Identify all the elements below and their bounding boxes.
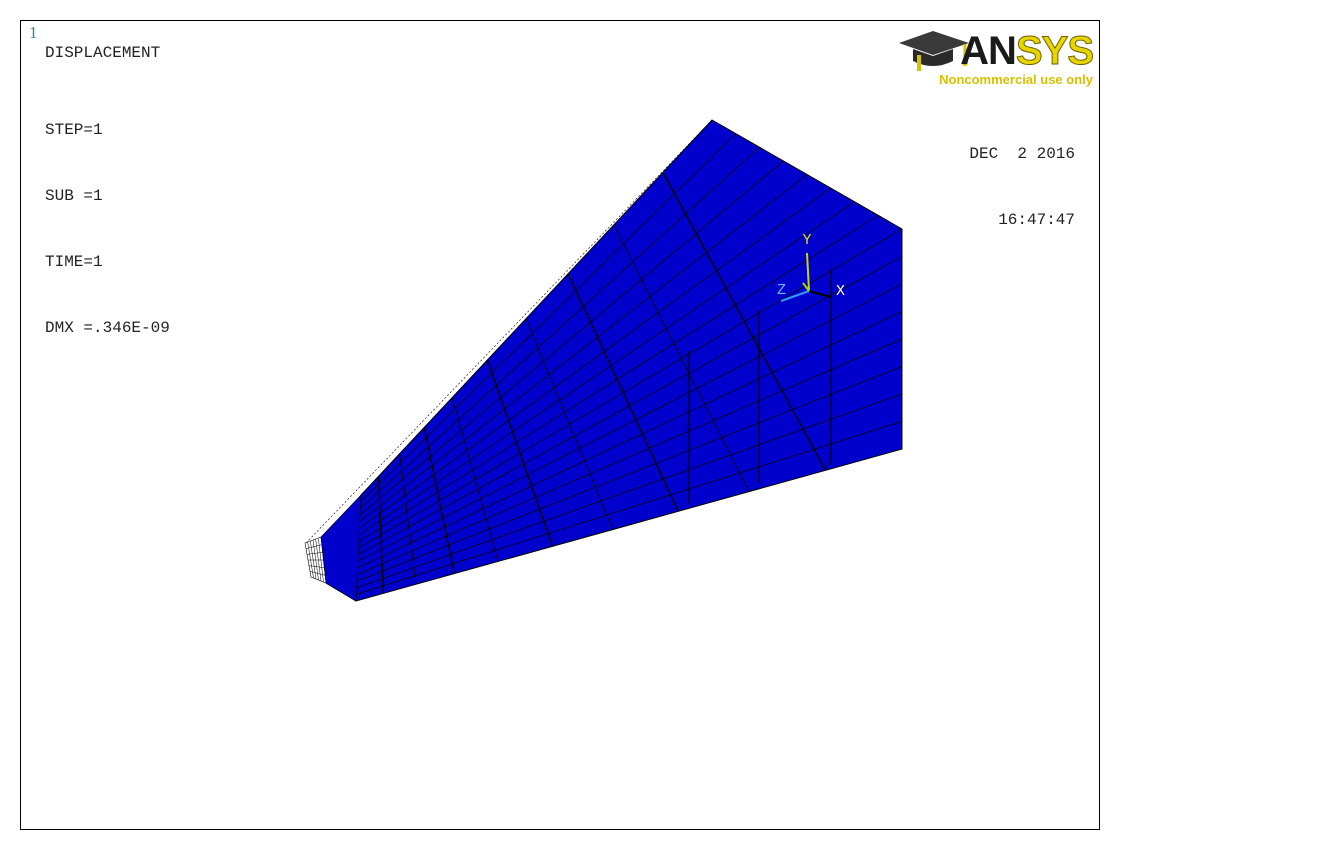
max-displacement-value: DMX =.346E-09 — [45, 319, 170, 337]
triad-diag — [802, 282, 810, 292]
mesh-section-line — [430, 459, 455, 574]
mesh-longitudinal-line — [359, 187, 831, 529]
mesh-section-line — [567, 273, 593, 327]
mesh-longitudinal-line — [356, 421, 903, 595]
mesh-section-line — [591, 325, 679, 512]
mesh-section-line — [399, 453, 404, 483]
triad-y-axis — [806, 252, 810, 292]
mesh-longitudinal-line — [359, 174, 808, 522]
mesh-section-line — [451, 397, 463, 434]
mesh-longitudinal-line — [357, 283, 903, 562]
window-number: 1 — [29, 23, 38, 42]
time-text: 16:47:47 — [998, 211, 1075, 229]
mesh-longitudinal-line — [357, 311, 903, 569]
mesh-section-line — [461, 433, 499, 562]
mesh-longitudinal-line — [358, 201, 855, 536]
global-axis-triad: Y X Z — [777, 232, 845, 302]
mesh-longitudinal-line — [358, 215, 879, 542]
mesh-longitudinal-line — [356, 393, 903, 589]
wordmark-an: AN — [960, 29, 1017, 73]
triad-x-axis — [808, 290, 832, 298]
mesh-longitudinal-line — [360, 133, 736, 502]
mesh-longitudinal-line — [358, 256, 903, 555]
solution-info: STEP=1 SUB =1 TIME=1 DMX =.346E-09 — [45, 75, 170, 383]
narrow-end-edge — [309, 571, 326, 576]
mesh-longitudinal-line — [358, 228, 903, 549]
mesh-section-line — [613, 224, 644, 284]
mesh-section-line — [486, 359, 503, 402]
mesh-section-line — [501, 400, 554, 547]
undeformed-edge — [305, 121, 711, 544]
mesh-longitudinal-line — [357, 338, 903, 575]
mesh-section-line — [525, 318, 546, 366]
triad-z-axis — [780, 290, 810, 302]
step-value: STEP=1 — [45, 121, 103, 139]
mesh-elements — [304, 119, 903, 602]
ansys-logo: ANSYS Noncommercial use only — [895, 25, 1095, 89]
triad-y-label: Y — [802, 232, 811, 249]
time-value: TIME=1 — [45, 253, 103, 271]
date-text: DEC 2 2016 — [969, 145, 1075, 163]
mesh-section-line — [544, 364, 613, 530]
wordmark-sys: SYS — [1015, 29, 1094, 74]
mesh-section-line — [378, 501, 384, 594]
timestamp: DEC 2 2016 16:47:47 — [969, 99, 1075, 275]
ansys-wordmark: ANSYS — [960, 29, 1094, 74]
mesh-section-line — [643, 283, 750, 492]
finite-element-model[interactable]: Y X Z — [21, 21, 1100, 830]
graduation-cap-icon — [899, 31, 969, 71]
mesh-longitudinal-line — [360, 146, 760, 509]
triad-x-label: X — [836, 283, 845, 300]
mesh-section-line — [402, 482, 417, 585]
narrow-end-side — [320, 494, 362, 602]
mesh-section-line — [698, 237, 827, 471]
result-type-label: DISPLACEMENT — [45, 44, 161, 62]
mesh-section-line — [377, 476, 381, 503]
graphics-viewport[interactable]: Y X Z 1 DISPLACEMENT STEP=1 SUB =1 TIME=… — [20, 20, 1100, 830]
mesh-section-line — [423, 427, 432, 460]
triad-z-label: Z — [777, 282, 786, 299]
substep-value: SUB =1 — [45, 187, 103, 205]
license-note: Noncommercial use only — [939, 72, 1093, 87]
mesh-section-line — [662, 172, 700, 239]
mesh-body — [325, 119, 903, 602]
